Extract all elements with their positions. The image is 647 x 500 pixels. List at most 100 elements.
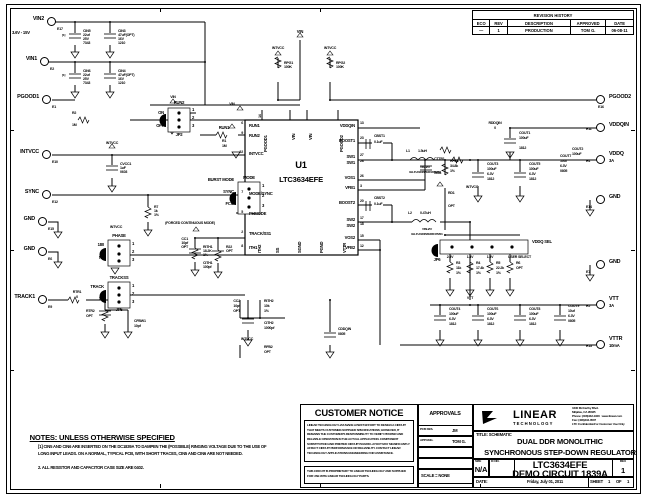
cap-val-CDDQIN: 100uF	[519, 136, 529, 140]
rev-cell-approved: TOM G.	[570, 26, 607, 35]
cap-ref-COUT6: COUT8	[529, 307, 541, 311]
res-val-RD1: OPT	[448, 204, 455, 208]
cap-case-COUT4: 1812	[487, 322, 495, 326]
terminal-E11[interactable]	[596, 123, 605, 132]
terminal-id-E15: E15	[48, 227, 54, 231]
terminal-E17[interactable]	[47, 17, 56, 26]
cap-val-COUT1: 100uF	[487, 167, 497, 171]
ind-mfr-L1: VISHAY	[419, 165, 431, 169]
cap-v-CIN5: 25V	[83, 37, 89, 41]
jumper-opt-nf: NF	[98, 255, 104, 260]
jumper-pin1-jp4: 1	[132, 241, 135, 246]
scale-box	[418, 469, 473, 484]
terminal-E9[interactable]	[38, 295, 47, 304]
terminal-id-E1: E1	[52, 105, 56, 109]
res-ref-R2: R2	[72, 111, 77, 115]
ic-pinnum-9: 9	[241, 131, 243, 135]
logo-address2: Milpitas, CA 95035	[572, 410, 596, 414]
terminal-E1[interactable]	[42, 95, 51, 104]
terminal-current-vddq: 3A	[609, 158, 614, 163]
ic-pinnum-23: 23	[360, 136, 364, 140]
approvals-name-2: TOM G.	[452, 439, 466, 444]
terminal-E15[interactable]	[38, 217, 47, 226]
approvals-role-1: PCB DES.	[420, 427, 434, 431]
cap-case-COUT3: 1812	[529, 177, 537, 181]
terminal-E6[interactable]	[38, 247, 47, 256]
cap-ref-CFBW1: CTTR1	[434, 157, 445, 161]
terminal-E4[interactable]	[596, 155, 605, 164]
cap-val-COUT6: 100uF	[529, 312, 539, 316]
frame-tick	[631, 370, 635, 371]
terminal-E10[interactable]	[42, 150, 51, 159]
notes-heading-text: NOTES: UNLESS OTHERWISE SPECIFIED	[29, 432, 175, 442]
terminal-E14[interactable]	[596, 195, 605, 204]
terminal-E13[interactable]	[596, 340, 605, 349]
terminal-label-gnd-e14: GND	[609, 194, 621, 200]
terminal-E16[interactable]	[596, 95, 605, 104]
res-val-RPG2: 100K	[336, 65, 344, 69]
cap-ref-CITH2: CITH2	[264, 321, 274, 325]
ic-pin-PGOOD2: PGOOD2	[339, 135, 344, 152]
terminal-label-pgood2: PGOOD2	[609, 94, 631, 100]
ind-mfr-L2: VISHAY	[421, 227, 433, 231]
cap-val-CIN6: 22uf	[83, 73, 90, 77]
jumper-pin2-jp4: 2	[132, 249, 135, 254]
jumper-ref-JP6: JP6	[433, 257, 441, 262]
of-label: OF	[616, 479, 622, 484]
ic-pin-PGND: PGND	[319, 241, 324, 253]
cap-val-CITH2: 1000pf	[264, 326, 275, 330]
ic-pin-SW1a: SW1	[346, 154, 356, 159]
jumper-opt-180: 180	[97, 242, 105, 247]
cap-ref-CIN5: CIN5	[83, 29, 91, 33]
cap-ref-CIN6: CIN6	[83, 69, 91, 73]
cap-val-CTR1: 10pf	[134, 324, 141, 328]
ic-refdes: U1	[295, 159, 307, 170]
frame-tick	[480, 484, 481, 488]
cap-ref-COUT1: COUT3	[487, 162, 499, 166]
note-ref-cin5: [1]	[62, 33, 66, 37]
ic-pinnum-8: 8	[241, 244, 243, 248]
date-label: DATE:	[476, 479, 488, 484]
jumper-opt-ss: SS	[98, 296, 104, 301]
frame-tick	[320, 8, 321, 12]
ic-pin-VTTR: VTTR	[342, 242, 347, 253]
terminal-E5[interactable]	[596, 300, 605, 309]
cap-ref-CVCC1: CVCC1	[120, 162, 132, 166]
approvals-row-3	[418, 447, 473, 458]
net-label-intvcc-cvcc: INTVCC	[105, 141, 119, 145]
res-val-R6: OPT	[516, 266, 523, 270]
jumper-pin1-jp2: 1	[192, 107, 195, 112]
cap-case-CIN3: 1210	[118, 41, 126, 45]
vddqsel-v-1v8: 1.8V	[466, 255, 474, 259]
ic-pin-VOS2: VOS2	[344, 235, 356, 240]
ic-pin-VFB2: VFB2	[345, 245, 355, 250]
terminal-current-vtt: 3A	[609, 303, 614, 308]
cap-ref-CBST1: CBST1	[374, 134, 385, 138]
cap-val-CITH1: 100pf	[203, 265, 212, 269]
terminal-E12[interactable]	[42, 190, 51, 199]
cap-val-COUT5: 10uf	[560, 159, 567, 163]
cap-case-CTTR1: 0805	[338, 332, 346, 336]
cap-case-COUT6: 1812	[529, 322, 537, 326]
cap-case-CIN4: 1210	[118, 81, 126, 85]
terminal-E2[interactable]	[40, 57, 49, 66]
terminal-id-E7: E7	[586, 270, 590, 274]
cap-ref-COUT3: COUT5	[529, 162, 541, 166]
ic-pin-VDDQIN: VDDQIN	[339, 123, 355, 128]
frame-tick	[160, 484, 161, 488]
terminal-label-vin2: VIN2	[32, 16, 44, 22]
res-val-RITH2: 10k	[264, 304, 270, 308]
ic-pin-BOOST2: BOOST2	[338, 200, 355, 205]
terminal-id-E4: E4	[586, 159, 590, 163]
jumper-on-jp2: ON	[158, 110, 164, 115]
cap-note-CC2: OPT	[233, 309, 240, 313]
res-ref-RITH2: RITH2	[264, 299, 274, 303]
terminal-label-gnd-e6: GND	[23, 246, 36, 252]
approvals-row-1	[418, 425, 473, 436]
logo-address1: 1630 McCarthy Blvd.	[572, 406, 599, 410]
res-ref-RFB1: RFB1	[450, 159, 459, 163]
ind-pn-L2: IHLP-2020BZERR47M01	[411, 232, 443, 236]
sheet-number: 1	[608, 479, 611, 484]
customer-notice-footer: THIS CIRCUIT IS PROPRIETARY TO LINEAR TE…	[307, 469, 406, 478]
terminal-E7[interactable]	[596, 260, 605, 269]
